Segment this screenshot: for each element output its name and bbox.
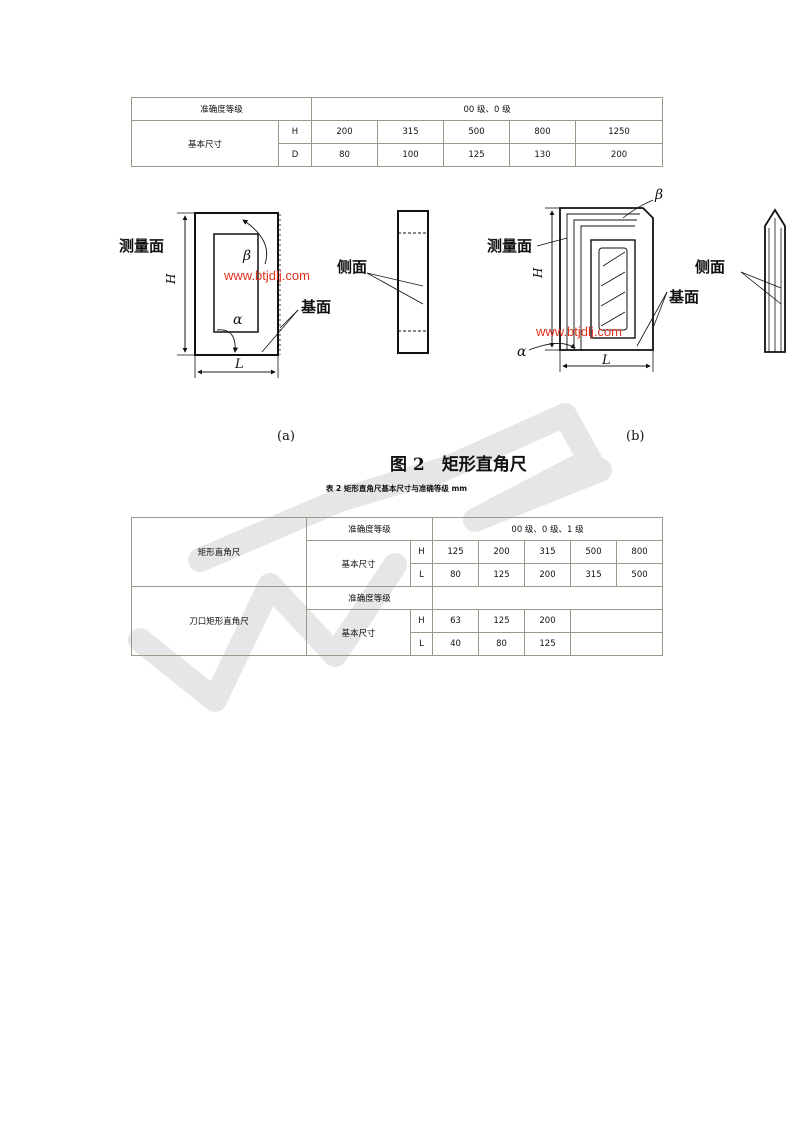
- value-cell: 315: [570, 563, 618, 587]
- symbol-cell: H: [409, 540, 434, 564]
- value-cell: 125: [432, 540, 480, 564]
- value-cell: 315: [524, 540, 572, 564]
- basic-size-label: 基本尺寸: [131, 120, 279, 167]
- product-name: 刀口矩形直角尺: [131, 586, 307, 656]
- value-cell: 40: [432, 632, 480, 656]
- grade-label: 准确度等级: [305, 517, 434, 541]
- table2-caption: 表 2 矩形直角尺基本尺寸与准确等级 mm: [325, 484, 468, 493]
- value-cell: 125: [443, 143, 511, 167]
- fig-b-L-label: L: [601, 353, 611, 368]
- value-cell: 500: [570, 540, 618, 564]
- grade-value: 00 级、0 级、1 级: [432, 517, 664, 541]
- value-cell: 315: [377, 120, 445, 144]
- value-cell: 500: [616, 563, 664, 587]
- fig-b-side-face-label: 侧面: [695, 258, 725, 276]
- value-cell: 80: [478, 632, 526, 656]
- value-cell: 1250: [575, 120, 664, 144]
- value-cell: 500: [443, 120, 511, 144]
- table-square-sizes-2: 矩形直角尺 准确度等级 00 级、0 级、1 级 基本尺寸 H 125 200 …: [131, 517, 664, 656]
- fig-b-alpha-label: α: [517, 344, 527, 360]
- value-cell: 200: [575, 143, 664, 167]
- value-cell: 80: [432, 563, 480, 587]
- fig-a-H-label: H: [164, 273, 178, 285]
- table-row: D 80 100 125 130 200: [132, 143, 664, 167]
- overlay-url: www.btjdlj.com: [535, 324, 622, 339]
- table-square-sizes-1: 准确度等级 00 级、0 级 基本尺寸 H 200 315 500 800 12…: [130, 97, 664, 167]
- basic-size-label: 基本尺寸: [306, 540, 411, 587]
- fig-a-base-face-label: 基面: [300, 298, 331, 316]
- table-row: 矩形直角尺 准确度等级 00 级、0 级、1 级: [131, 517, 664, 587]
- value-cell: 130: [509, 143, 577, 167]
- overlay-url: www.btjdlj.com: [223, 268, 310, 283]
- value-cell: 80: [311, 143, 379, 167]
- value-cell: 200: [311, 120, 379, 144]
- product-name: 矩形直角尺: [131, 517, 307, 587]
- fig-a-subcaption: (a): [277, 429, 295, 444]
- table-row: 基本尺寸 H 200 315 500 800 1250: [131, 120, 664, 167]
- table-row: 准确度等级 00 级、0 级: [130, 97, 664, 121]
- grade-label: 准确度等级: [130, 97, 313, 121]
- table-row: L 80 125 200 315 500: [132, 563, 664, 587]
- value-cell: 125: [478, 609, 526, 633]
- fig-a-side-face-label: 侧面: [337, 258, 367, 276]
- basic-size-label: 基本尺寸: [306, 609, 411, 656]
- figure-rectangular-square: 测量面 H β α L 基面 www.btjdlj.com 侧面: [119, 187, 786, 475]
- value-cell: 800: [509, 120, 577, 144]
- fig-a-L-label: L: [234, 357, 244, 372]
- value-cell: 800: [616, 540, 664, 564]
- fig-b-base-face-label: 基面: [668, 288, 699, 306]
- table-row: 基本尺寸 H 125 200 315 500 800: [132, 540, 664, 587]
- table-row: 刀口矩形直角尺 准确度等级: [131, 586, 664, 656]
- symbol-cell: H: [277, 120, 313, 144]
- value-cell: 125: [524, 632, 572, 656]
- value-cell: 200: [478, 540, 526, 564]
- symbol-cell: D: [277, 143, 313, 167]
- fig-a-alpha-label: α: [233, 312, 243, 328]
- fig-b-H-label: H: [531, 267, 545, 279]
- figure-caption: 图 2 矩形直角尺: [390, 454, 527, 475]
- empty-cell: [570, 632, 664, 656]
- grade-label: 准确度等级: [305, 586, 434, 610]
- value-cell: 200: [524, 609, 572, 633]
- value-cell: 63: [432, 609, 480, 633]
- value-cell: 100: [377, 143, 445, 167]
- grade-value: [432, 586, 664, 610]
- figure-a-side-view: [366, 210, 429, 354]
- fig-b-beta-label: β: [654, 187, 663, 203]
- figure-b-side-view: [740, 208, 786, 353]
- symbol-cell: L: [409, 563, 434, 587]
- symbol-cell: L: [409, 632, 434, 656]
- fig-b-measure-face-label: 测量面: [487, 237, 532, 255]
- symbol-cell: H: [409, 609, 434, 633]
- figure-b-square-drawing: [528, 199, 668, 372]
- fig-a-measure-face-label: 测量面: [119, 237, 164, 255]
- grade-value: 00 级、0 级: [311, 97, 664, 121]
- fig-b-subcaption: (b): [626, 429, 644, 444]
- figure-a-square-drawing: [177, 212, 299, 378]
- fig-a-beta-label: β: [242, 248, 251, 264]
- value-cell: 200: [524, 563, 572, 587]
- value-cell: 125: [478, 563, 526, 587]
- table-row: L 40 80 125: [132, 632, 664, 656]
- empty-cell: [570, 609, 664, 633]
